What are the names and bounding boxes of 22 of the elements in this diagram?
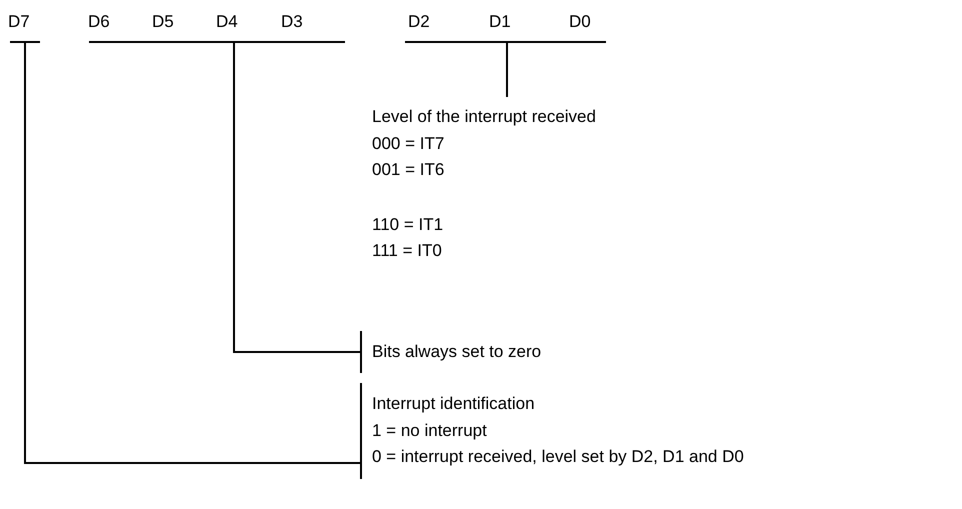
description-text: Interrupt identification	[372, 393, 536, 416]
bracket-tick	[360, 331, 542, 373]
bit-label: D0	[569, 12, 591, 32]
bit-label: D3	[281, 12, 303, 32]
description-text: 1 = no interrupt	[372, 420, 488, 442]
description-text: Bits always set to zero	[372, 340, 542, 363]
leader-line	[233, 43, 360, 353]
description-text: 111 = IT0	[372, 240, 443, 262]
description-text: Level of the interrupt received	[372, 106, 596, 128]
description-text: 001 = IT6	[372, 159, 446, 181]
bit-label: D7	[8, 12, 30, 32]
bit-label: D2	[408, 12, 430, 32]
bit-label: D5	[152, 12, 174, 32]
bracket-tick	[360, 383, 744, 479]
bit-label: D4	[216, 12, 238, 32]
leader-line	[506, 43, 508, 97]
leader-line	[24, 43, 360, 464]
description-text: 110 = IT1	[372, 214, 444, 236]
description-text: 000 = IT7	[372, 132, 446, 154]
description-text: 0 = interrupt received, level set by D2, D1 and D0	[372, 446, 744, 468]
bit-label: D6	[88, 12, 110, 32]
bit-label: D1	[489, 12, 511, 32]
